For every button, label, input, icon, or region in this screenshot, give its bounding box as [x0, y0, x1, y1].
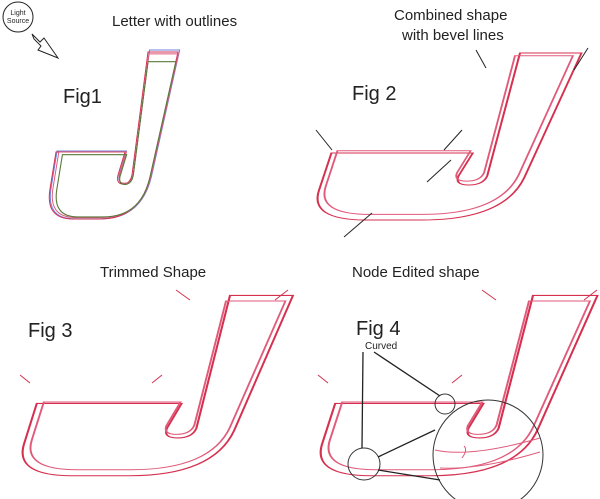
bevel-line-crossbar	[443, 129, 463, 151]
fig2-caption-line1: Combined shape	[394, 7, 507, 24]
magnifier-circle	[432, 399, 544, 499]
fig2-combined-shape	[315, 47, 589, 238]
fig1-letter-outlines	[48, 49, 181, 220]
fig2-caption-line2: with bevel lines	[401, 27, 504, 44]
curved-node-circle	[434, 393, 456, 415]
curved-leader-line	[373, 351, 441, 397]
light-source-line2: Source	[7, 18, 29, 25]
fig3-label: Fig 3	[28, 320, 72, 342]
fig1-caption: Letter with outlines	[112, 13, 237, 30]
light-source-icon: Light Source	[2, 1, 60, 60]
bevel-line-top-right	[573, 47, 589, 71]
magnifier-leader-top	[377, 429, 436, 458]
bevel-line-bottom	[343, 212, 373, 238]
magnifier-leader-bottom	[377, 469, 441, 481]
fig1-label: Fig1	[63, 86, 102, 108]
fig2-label: Fig 2	[352, 83, 396, 105]
bevel-line-top-left	[475, 49, 487, 69]
fig4-caption: Node Edited shape	[352, 264, 480, 281]
curved-leader-line-2	[361, 351, 364, 449]
curved-annotation: Curved	[365, 341, 397, 352]
bottom-node-circle	[347, 447, 381, 481]
light-source-line1: Light	[10, 10, 25, 17]
bevel-line-inner	[426, 159, 452, 183]
fig4-node-edited-shape	[317, 289, 599, 499]
fig3-trimmed-shape	[19, 289, 295, 477]
bevel-line-left	[315, 129, 333, 151]
fig3-caption: Trimmed Shape	[100, 264, 206, 281]
fig4-label: Fig 4	[356, 318, 400, 340]
